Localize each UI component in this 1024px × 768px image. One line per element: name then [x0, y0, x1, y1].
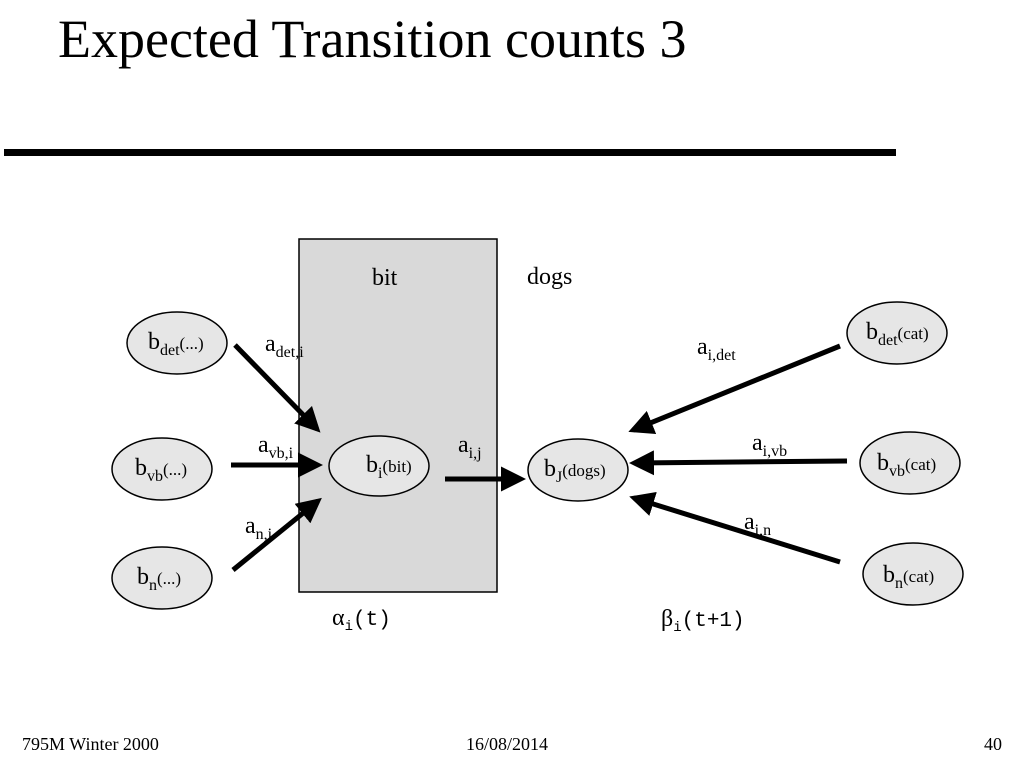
slide-title: Expected Transition counts 3 — [58, 9, 687, 69]
node-center-i — [328, 435, 430, 497]
word-dogs-label: dogs — [527, 264, 573, 290]
arrow-det-to-i — [233, 343, 321, 433]
footer-course: 795M Winter 2000 — [22, 734, 159, 754]
node-right-vb — [859, 431, 961, 495]
node-left-n — [111, 546, 213, 610]
arrow-det-to-j — [628, 343, 841, 435]
edge-label-vb-i: avb,i — [258, 432, 294, 462]
footer-date: 16/08/2014 — [466, 734, 549, 754]
arrow-n-to-i — [231, 497, 322, 572]
edge-label-i-det: ai,det — [697, 334, 736, 364]
edge-label-i-j: ai,j — [458, 432, 482, 462]
arrow-vb-to-j — [629, 450, 848, 476]
node-right-vb-label: bvb(cat) — [877, 450, 937, 480]
alpha-label: αi(t) — [332, 605, 391, 635]
edge-label-i-vb: ai,vb — [752, 430, 788, 460]
node-left-n-label: bn(...) — [137, 564, 182, 594]
time-step-box — [298, 238, 498, 593]
node-right-det — [846, 301, 948, 365]
node-target-j-label: bJ(dogs) — [544, 456, 606, 486]
beta-label: βi(t+1) — [661, 606, 745, 636]
footer-page-number: 40 — [984, 734, 1002, 754]
edge-label-det-i: adet,i — [265, 331, 304, 361]
node-left-det-label: bdet(...) — [148, 329, 204, 359]
node-left-vb — [111, 437, 213, 501]
node-target-j — [527, 438, 629, 502]
node-right-n — [862, 542, 964, 606]
node-left-det — [126, 311, 228, 375]
arrow-n-to-j — [629, 491, 841, 565]
node-right-n-label: bn(cat) — [883, 562, 935, 592]
node-center-i-label: bi(bit) — [366, 452, 412, 482]
word-bit-label: bit — [372, 265, 398, 291]
edge-label-i-n: ai,n — [744, 509, 772, 539]
edge-label-n-i: an,i — [245, 513, 273, 543]
node-left-vb-label: bvb(...) — [135, 455, 188, 485]
node-right-det-label: bdet(cat) — [866, 319, 929, 349]
title-underline — [4, 149, 896, 156]
